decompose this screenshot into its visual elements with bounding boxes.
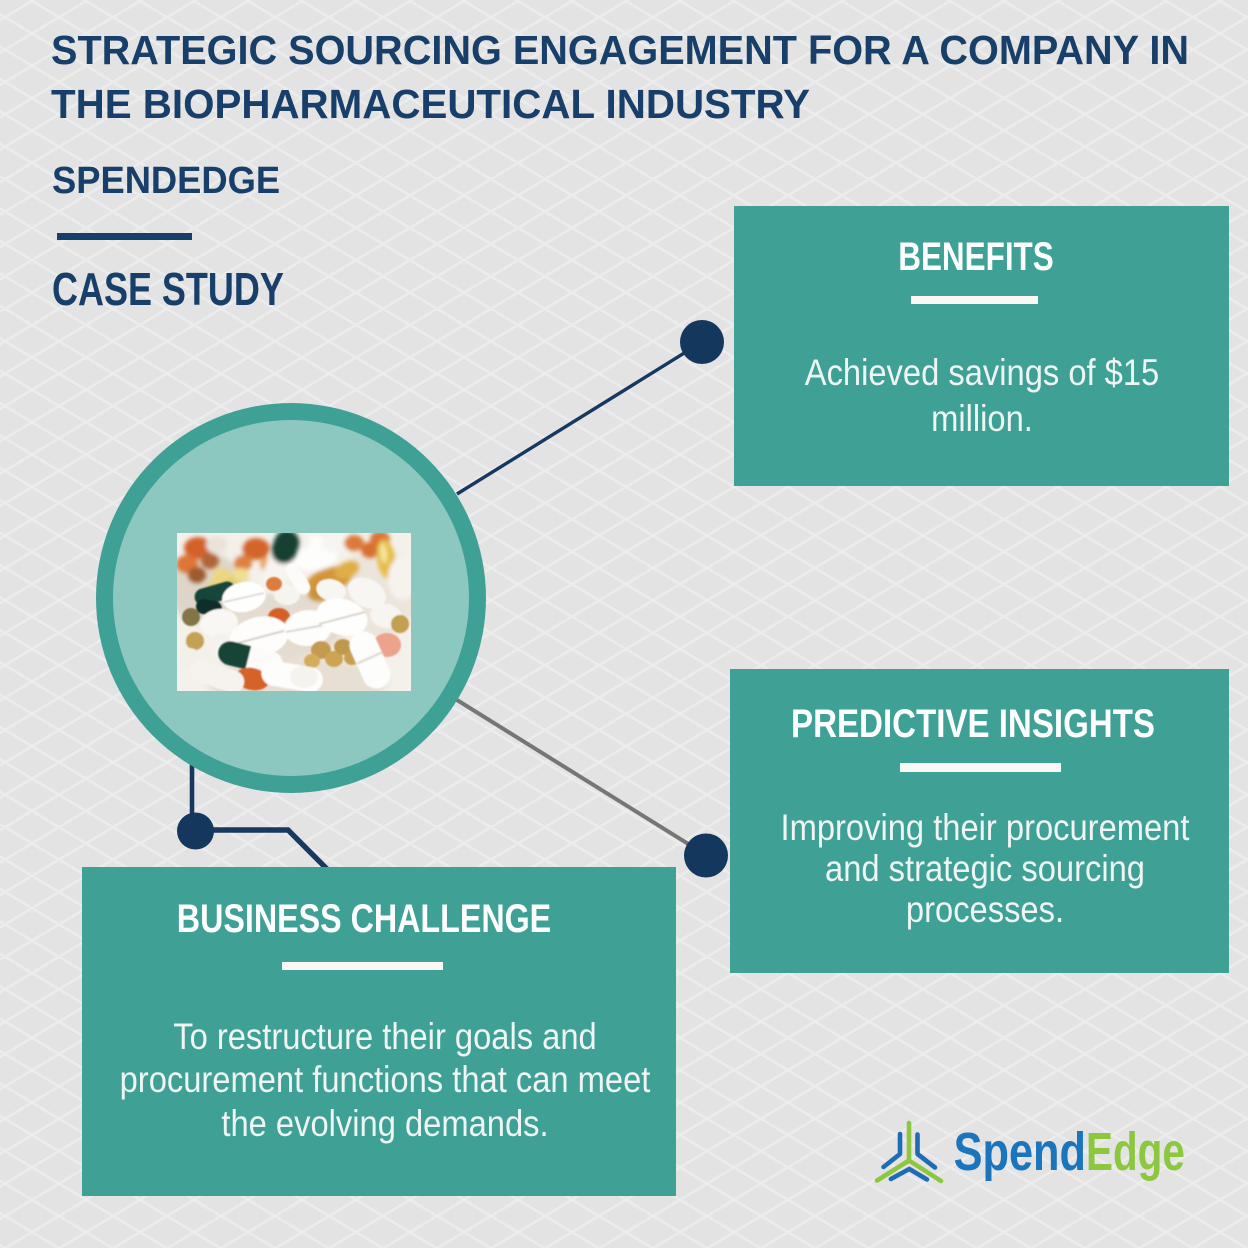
svg-text:Edge: Edge [1086,1122,1185,1182]
svg-text:Spend: Spend [954,1122,1086,1182]
